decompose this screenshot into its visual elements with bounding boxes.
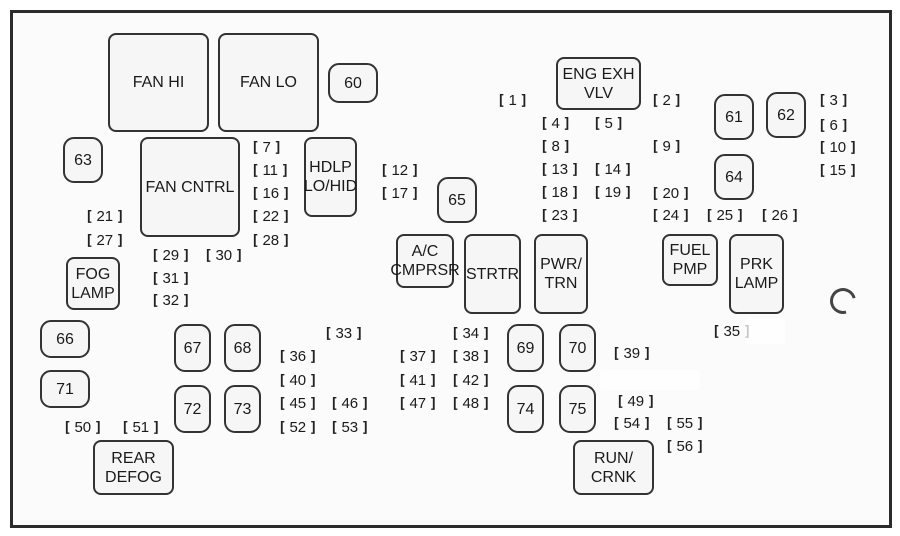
fuse-46: [46] [330, 395, 370, 412]
relay-pwr-trn: PWR/ TRN [534, 234, 588, 314]
fuse-38: [38] [451, 348, 491, 365]
relay-fan-lo: FAN LO [218, 33, 319, 132]
relay-69: 69 [507, 324, 544, 372]
relay-fog-lamp: FOG LAMP [66, 257, 120, 310]
fuse-20: [20] [651, 185, 691, 202]
fuse-6: [6] [818, 117, 850, 134]
fuse-47: [47] [398, 395, 438, 412]
relay-67: 67 [174, 324, 211, 372]
fuse-55: [55] [665, 415, 705, 432]
relay-fan-hi: FAN HI [108, 33, 209, 132]
fuse-7: [7] [251, 139, 283, 156]
fuse-14: [14] [593, 161, 633, 178]
fuse-53: [53] [330, 419, 370, 436]
relay-71: 71 [40, 370, 90, 408]
fuse-29: [29] [151, 247, 191, 264]
fuse-39: [39] [612, 345, 652, 362]
fuse-17: [17] [380, 185, 420, 202]
relay-66: 66 [40, 320, 90, 358]
fuse-50: [50] [63, 419, 103, 436]
fuse-37: [37] [398, 348, 438, 365]
relay-fan-cntrl: FAN CNTRL [140, 137, 240, 237]
fuse-2: [2] [651, 92, 683, 109]
fuse-4: [4] [540, 115, 572, 132]
relay-63: 63 [63, 137, 103, 183]
fuse-22: [22] [251, 208, 291, 225]
fuse-26: [26] [760, 207, 800, 224]
relay-prk-lamp: PRK LAMP [729, 234, 784, 314]
fuse-10: [10] [818, 139, 858, 156]
fuse-56: [56] [665, 438, 705, 455]
fuse-30: [30] [204, 247, 244, 264]
fuse-25: [25] [705, 207, 745, 224]
relay-strtr: STRTR [464, 234, 521, 314]
fuse-21: [21] [85, 208, 125, 225]
fuse-34: [34] [451, 325, 491, 342]
relay-65: 65 [437, 177, 477, 223]
relay-ac-cmprsr: A/C CMPRSR [390, 234, 460, 288]
relay-68: 68 [224, 324, 261, 372]
faded-smudge [600, 370, 700, 390]
relay-60: 60 [328, 63, 378, 103]
fuse-40: [40] [278, 372, 318, 389]
fuse-41: [41] [398, 372, 438, 389]
fuse-12: [12] [380, 162, 420, 179]
relay-61: 61 [714, 94, 754, 140]
fuse-27: [27] [85, 232, 125, 249]
fuse-13: [13] [540, 161, 580, 178]
fuse-52: [52] [278, 419, 318, 436]
fuse-23: [23] [540, 207, 580, 224]
fuse-48: [48] [451, 395, 491, 412]
fuse-15: [15] [818, 162, 858, 179]
relay-72: 72 [174, 385, 211, 433]
relay-73: 73 [224, 385, 261, 433]
fuse-31: [31] [151, 270, 191, 287]
fuse-5: [5] [593, 115, 625, 132]
relay-fuel-pmp: FUEL PMP [662, 234, 718, 286]
fuse-9: [9] [651, 138, 683, 155]
fuse-19: [19] [593, 184, 633, 201]
relay-rear-defog: REAR DEFOG [93, 440, 174, 495]
fuse-54: [54] [612, 415, 652, 432]
fuse-45: [45] [278, 395, 318, 412]
fuse-8: [8] [540, 138, 572, 155]
fuse-33: [33] [324, 325, 364, 342]
fuse-49: [49] [616, 393, 656, 410]
fuse-16: [16] [251, 185, 291, 202]
fuse-32: [32] [151, 292, 191, 309]
fuse-51: [51] [121, 419, 161, 436]
relay-74: 74 [507, 385, 544, 433]
fuse-11: [11] [251, 162, 290, 179]
relay-75: 75 [559, 385, 596, 433]
fuse-18: [18] [540, 184, 580, 201]
relay-eng-exh-vlv: ENG EXH VLV [556, 57, 641, 110]
fuse-36: [36] [278, 348, 318, 365]
relay-64: 64 [714, 154, 754, 200]
fuse-28: [28] [251, 232, 291, 249]
fuse-24: [24] [651, 207, 691, 224]
fuse-1: [1] [497, 92, 529, 109]
relay-70: 70 [559, 324, 596, 372]
faded-smudge [745, 318, 785, 344]
relay-62: 62 [766, 92, 806, 138]
relay-hdlp-lo-hid: HDLP LO/HID [304, 137, 357, 217]
fuse-3: [3] [818, 92, 850, 109]
fuse-42: [42] [451, 372, 491, 389]
relay-run-crnk: RUN/ CRNK [573, 440, 654, 495]
